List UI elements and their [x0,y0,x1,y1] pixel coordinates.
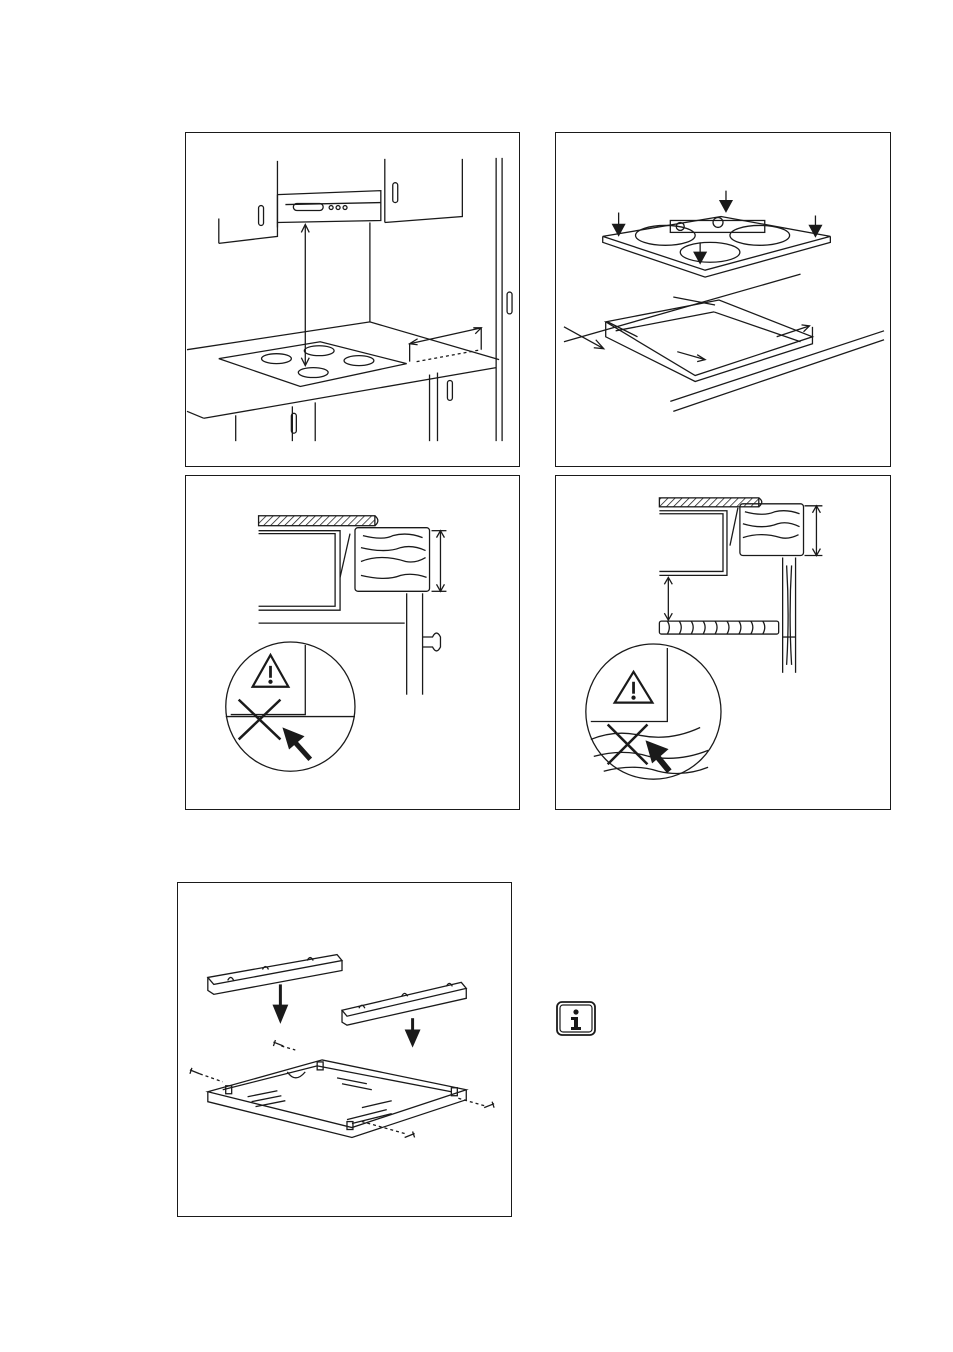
cross-icon [239,700,281,740]
cutout-illustration [556,133,890,466]
box-assembly-illustration [178,883,511,1216]
hob-hood-illustration [186,133,519,466]
figure-hob-into-cutout [555,132,891,467]
figure-protection-box [177,882,512,1217]
shelf-clearance-illustration [556,476,890,809]
warning-triangle-icon [253,655,289,687]
clearance-illustration [186,476,519,809]
cross-icon [608,725,648,765]
info-icon [556,1001,596,1036]
screw-icon [190,1040,494,1137]
warning-triangle-icon [615,672,653,703]
figure-worktop-clearance [185,475,520,810]
arrow-icon [283,728,310,759]
figure-hob-under-hood [185,132,520,467]
figure-shelf-clearance [555,475,891,810]
